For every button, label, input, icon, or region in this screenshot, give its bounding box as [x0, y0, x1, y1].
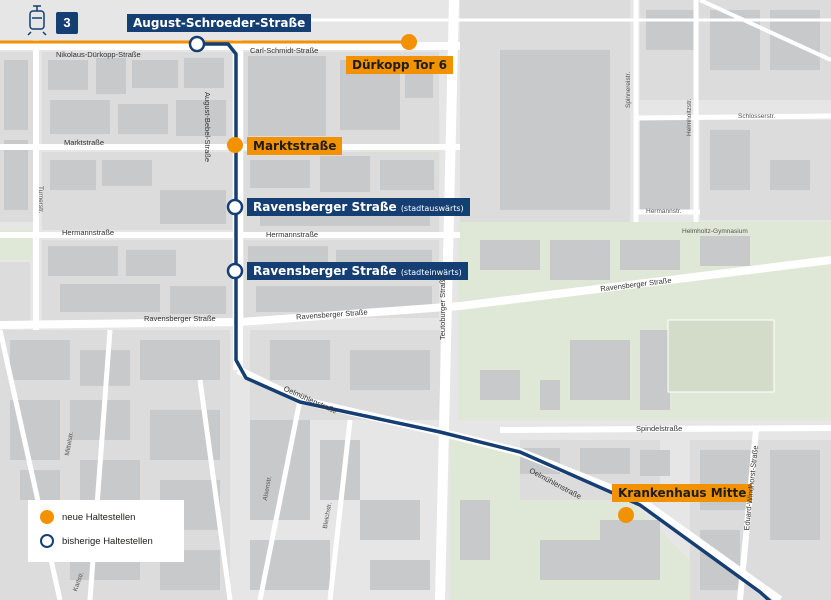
stop-marker-duerkopp[interactable] [401, 34, 417, 50]
street-label-spindel: Spindelstraße [636, 424, 683, 433]
street-label-helmholtz: Helmholtzstr. [686, 98, 693, 136]
label-gymnasium: Helmholtz-Gymnasium [682, 228, 748, 235]
stop-label-august-schroeder[interactable]: August-Schroeder-Straße [127, 14, 312, 32]
stop-marker-krankenhaus[interactable] [618, 507, 634, 523]
stop-label-marktstrasse[interactable]: Marktstraße [247, 137, 343, 155]
street-label-hermann-mid: Hermannstraße [266, 230, 319, 239]
street-label-nikolaus: Nikolaus-Dürkopp-Straße [56, 50, 141, 59]
stop-label-duerkopp[interactable]: Dürkopp Tor 6 [346, 56, 453, 74]
stop-label-ravensberger-in[interactable]: Ravensberger Straße (stadteinwärts) [247, 262, 468, 280]
street-label-schlosser: Schlosserstr. [738, 113, 776, 120]
line-number-badge: 3 [56, 12, 78, 34]
street-label-teutoburger: Teutoburger Straße [438, 275, 447, 340]
stop-label-krankenhaus[interactable]: Krankenhaus Mitte [612, 484, 753, 502]
street-label-spinnerei: Spinnereistr. [625, 71, 632, 108]
legend-new-stop-marker [40, 510, 54, 524]
legend-existing-stop-marker [40, 534, 54, 548]
stop-marker-marktstrasse[interactable] [227, 137, 243, 153]
sports-field [667, 319, 775, 393]
tram-line-3 [197, 42, 772, 600]
stop-marker-ravensberger-out[interactable] [226, 198, 244, 216]
tram-icon [27, 5, 47, 36]
street-label-ravensberger-left: Ravensberger Straße [144, 314, 216, 323]
stop-marker-ravensberger-in[interactable] [226, 262, 244, 280]
street-label-hermann-left: Hermannstraße [62, 228, 115, 237]
street-label-marktstrasse: Marktstraße [64, 138, 105, 147]
stop-marker-august-schroeder[interactable] [188, 35, 206, 53]
map-legend: neue Haltestellen bisherige Haltestellen [28, 500, 184, 562]
street-label-august-bebel: August-Bebel-Straße [203, 92, 212, 163]
street-label-hermann-right: Hermannstr. [646, 208, 682, 215]
street-label-turnerstr: Turnerstr. [37, 186, 44, 214]
stop-label-ravensberger-out[interactable]: Ravensberger Straße (stadtauswärts) [247, 198, 470, 216]
street-label-carl-schmidt: Carl-Schmidt-Straße [250, 46, 319, 55]
